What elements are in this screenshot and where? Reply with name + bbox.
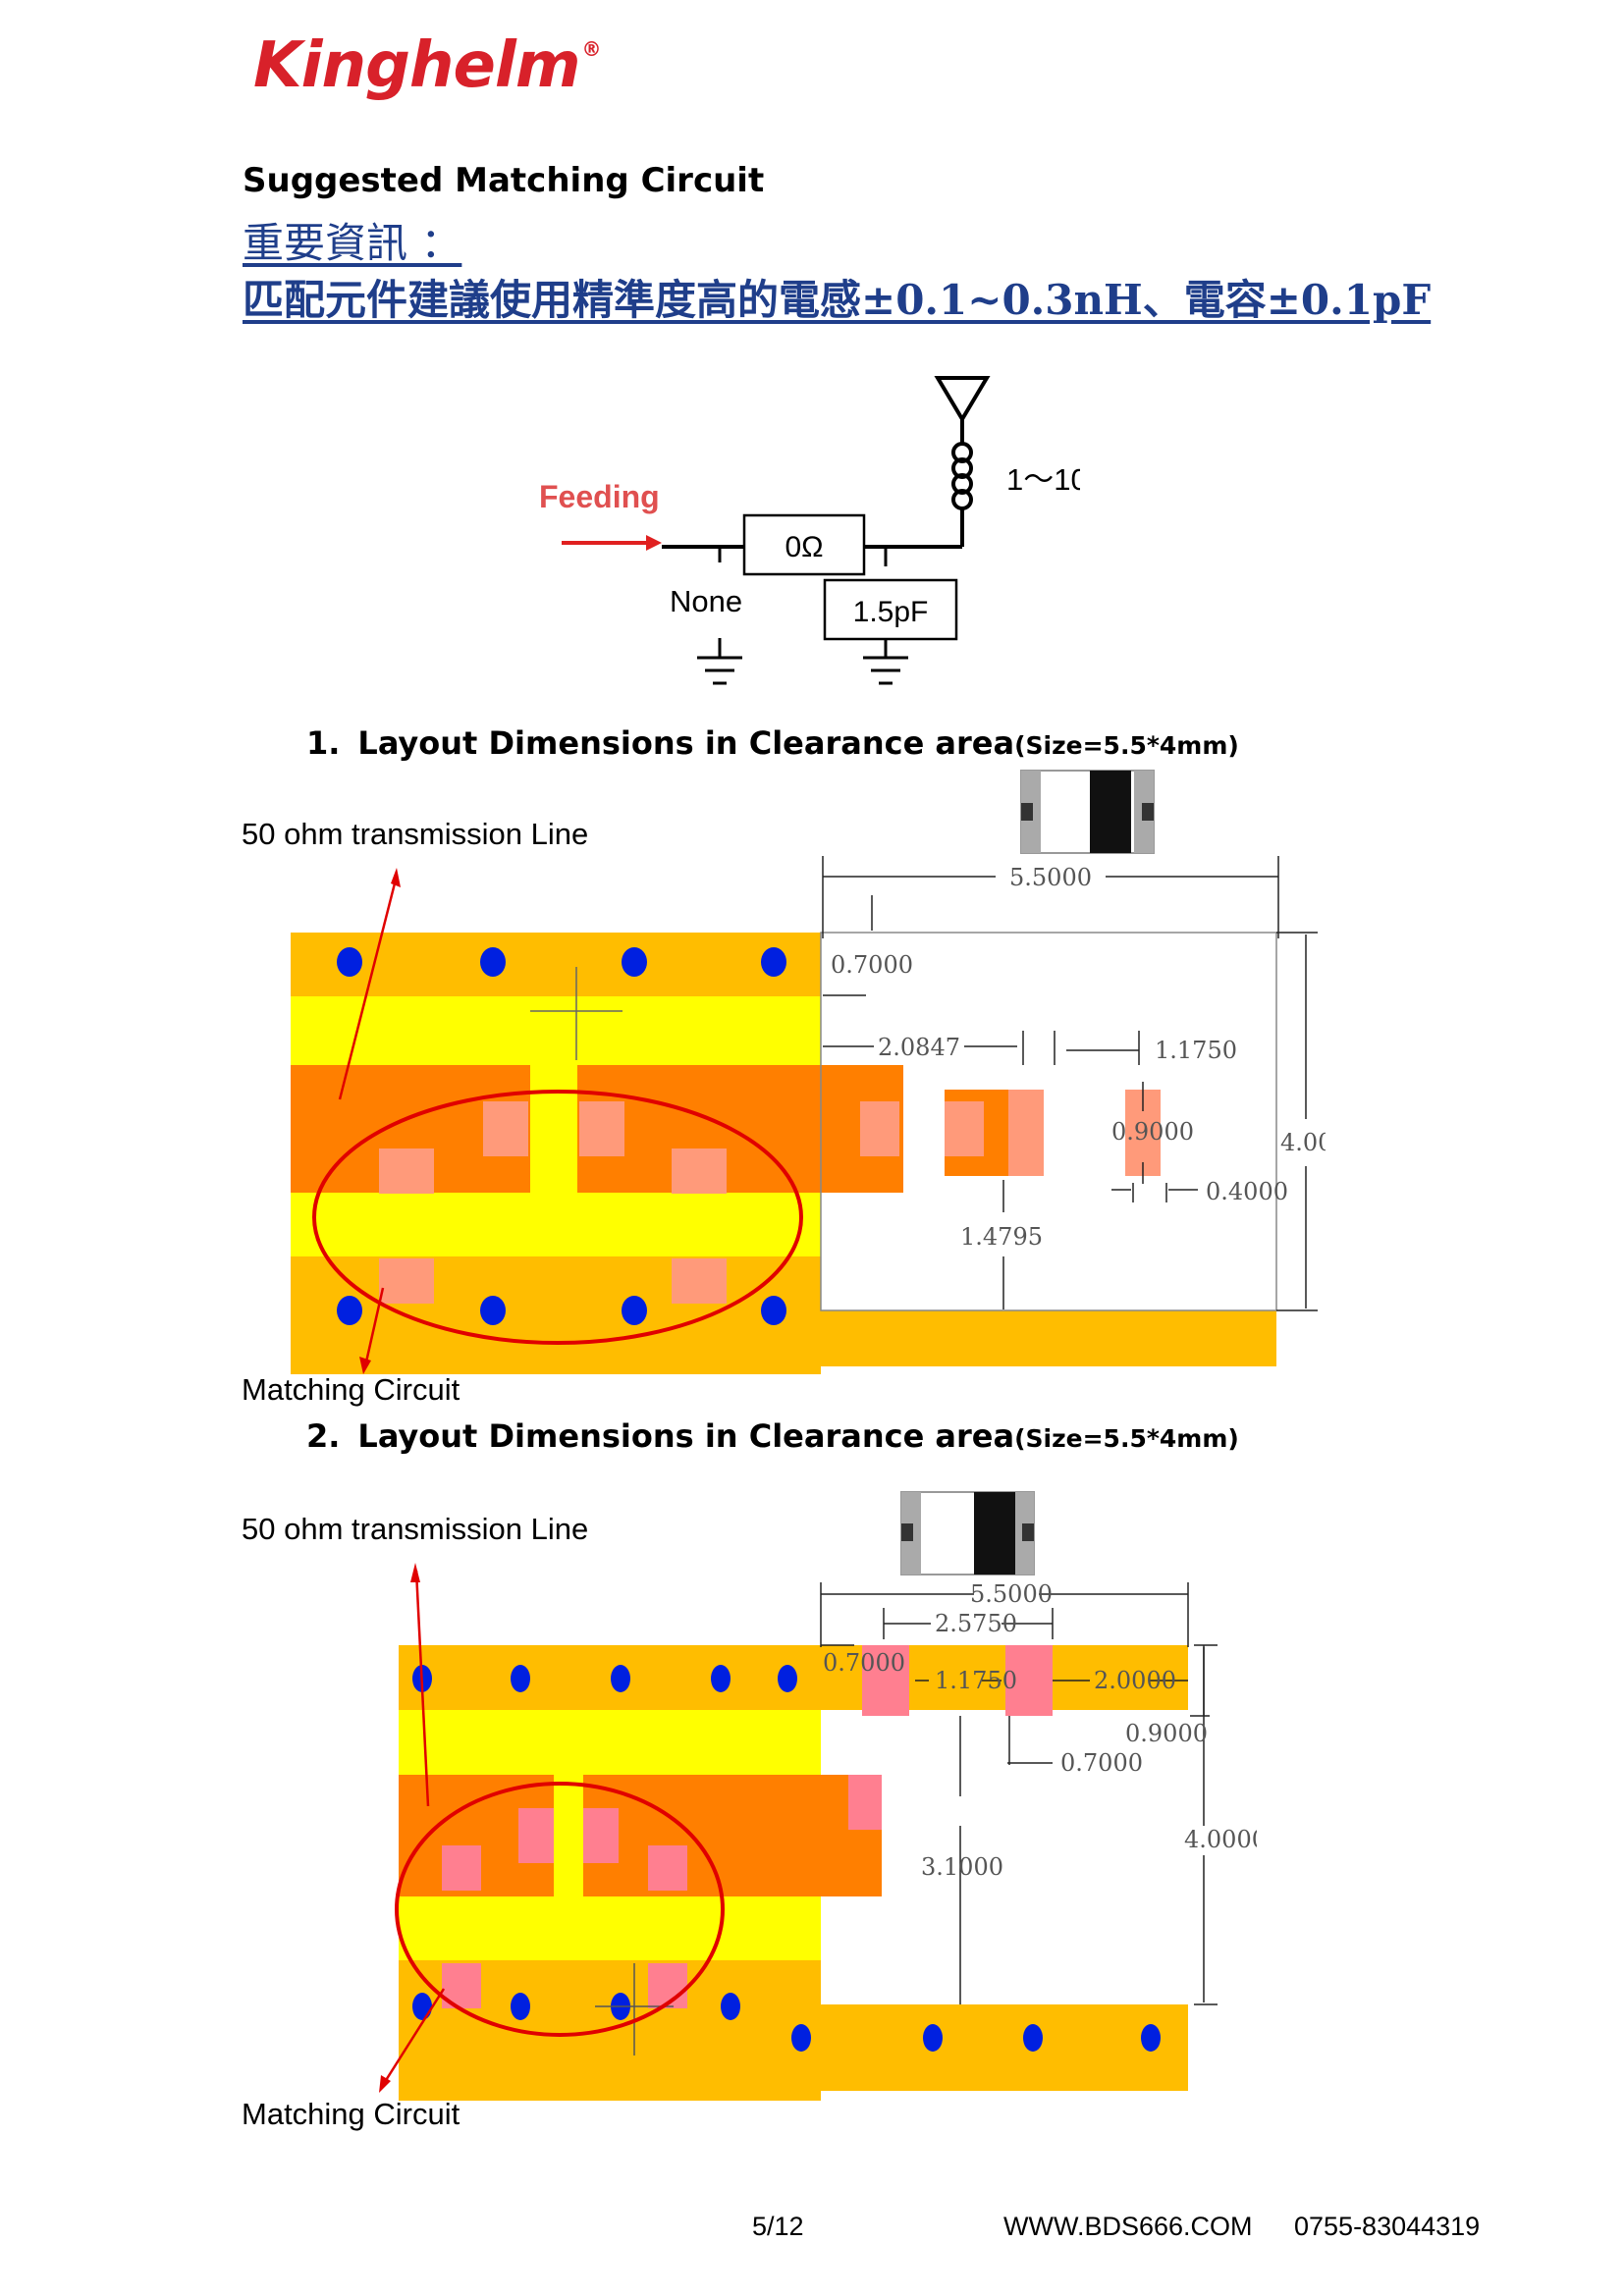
matching-pads xyxy=(379,1101,899,1304)
capacitor-label: 1.5pF xyxy=(853,596,929,628)
resistor-label: 0Ω xyxy=(785,531,823,563)
dim-3-1000: 3.1000 xyxy=(921,1853,1003,1881)
label-transmission-line-1: 50 ohm transmission Line xyxy=(242,817,589,851)
chip-icon-2 xyxy=(900,1491,1035,1575)
label-transmission-line-2: 50 ohm transmission Line xyxy=(242,1512,589,1546)
dim-0-9000-b: 0.9000 xyxy=(1125,1720,1208,1747)
dim-0-9000: 0.9000 xyxy=(1111,1118,1194,1146)
via-holes-2 xyxy=(412,1665,1161,2052)
notice-text: 匹配元件建議使用精準度高的電感±0.1~0.3nH、電容±0.1pF xyxy=(243,276,1432,324)
brand-name: Kinghelm xyxy=(253,29,580,102)
dim-0-4000: 0.4000 xyxy=(1206,1178,1288,1205)
via-holes xyxy=(337,947,786,1325)
label-matching-circuit-1: Matching Circuit xyxy=(242,1372,460,1407)
matching-circuit-highlight-2 xyxy=(395,1782,725,2037)
arrow-to-matching xyxy=(363,1287,385,1367)
arrow-to-line-2 xyxy=(414,1570,430,1807)
dim-0-7000: 0.7000 xyxy=(831,951,913,979)
inductor-coil xyxy=(951,442,973,510)
dim-5-5000: 5.5000 xyxy=(1009,864,1092,891)
inductor-label: 1～10nH xyxy=(1006,462,1080,497)
clearance-area xyxy=(820,932,1277,1311)
layout-diagram-1: 5.5000 0.7000 2.0847 1.1750 0.9000 0.400… xyxy=(291,770,1326,1374)
dim-2-0847: 2.0847 xyxy=(878,1034,960,1061)
label-matching-circuit-2: Matching Circuit xyxy=(242,2097,460,2131)
section-1-heading: 1.Layout Dimensions in Clearance area(Si… xyxy=(306,724,1239,762)
dim-1-1750-b: 1.1750 xyxy=(935,1667,1017,1694)
matching-pads-2 xyxy=(442,1645,1053,2008)
footer-phone: 0755-83044319 xyxy=(1294,2212,1481,2241)
arrow-to-line xyxy=(338,875,399,1100)
capacitor-1-5pf xyxy=(823,578,958,641)
dim-2-0000: 2.0000 xyxy=(1094,1667,1176,1694)
dim-1-1750: 1.1750 xyxy=(1155,1037,1237,1064)
antenna-icon xyxy=(934,376,991,423)
none-label: None xyxy=(670,584,742,618)
dim-5-5000-b: 5.5000 xyxy=(970,1580,1053,1608)
dim-0-7000-b: 0.7000 xyxy=(823,1649,905,1677)
chip-icon xyxy=(1020,770,1155,854)
ground-icon-1 xyxy=(697,656,742,685)
dim-0-7000-c: 0.7000 xyxy=(1060,1749,1143,1777)
registered-mark: ® xyxy=(581,37,602,61)
page-number: 5/12 xyxy=(752,2212,804,2241)
transmission-line-trace-2 xyxy=(583,1775,882,1896)
dim-4-0000: 4.0000 xyxy=(1280,1129,1326,1156)
footer-website[interactable]: WWW.BDS666.COM xyxy=(1003,2212,1253,2241)
dim-1-4795: 1.4795 xyxy=(960,1223,1043,1251)
notice-heading: 重要資訊 ： xyxy=(243,219,462,267)
ground-icon-2 xyxy=(863,656,908,685)
page-title: Suggested Matching Circuit xyxy=(243,161,765,200)
layout-diagram-2: 5.5000 2.5750 0.7000 1.1750 2.0000 0.900… xyxy=(379,1491,1257,2101)
brand-logo: Kinghelm® xyxy=(253,29,602,102)
matching-circuit-highlight xyxy=(312,1090,803,1345)
arrow-to-matching-2 xyxy=(381,1988,446,2086)
dim-4-0000-b: 4.0000 xyxy=(1184,1826,1257,1853)
feeding-label: Feeding xyxy=(539,479,660,514)
transmission-line-trace xyxy=(577,1065,903,1193)
section-2-heading: 2.Layout Dimensions in Clearance area(Si… xyxy=(306,1417,1239,1455)
dim-2-5750: 2.5750 xyxy=(935,1610,1017,1637)
matching-circuit-schematic: Feeding 0Ω 1～10nH None 1.5pF xyxy=(539,376,1080,685)
resistor-0ohm xyxy=(742,513,866,576)
